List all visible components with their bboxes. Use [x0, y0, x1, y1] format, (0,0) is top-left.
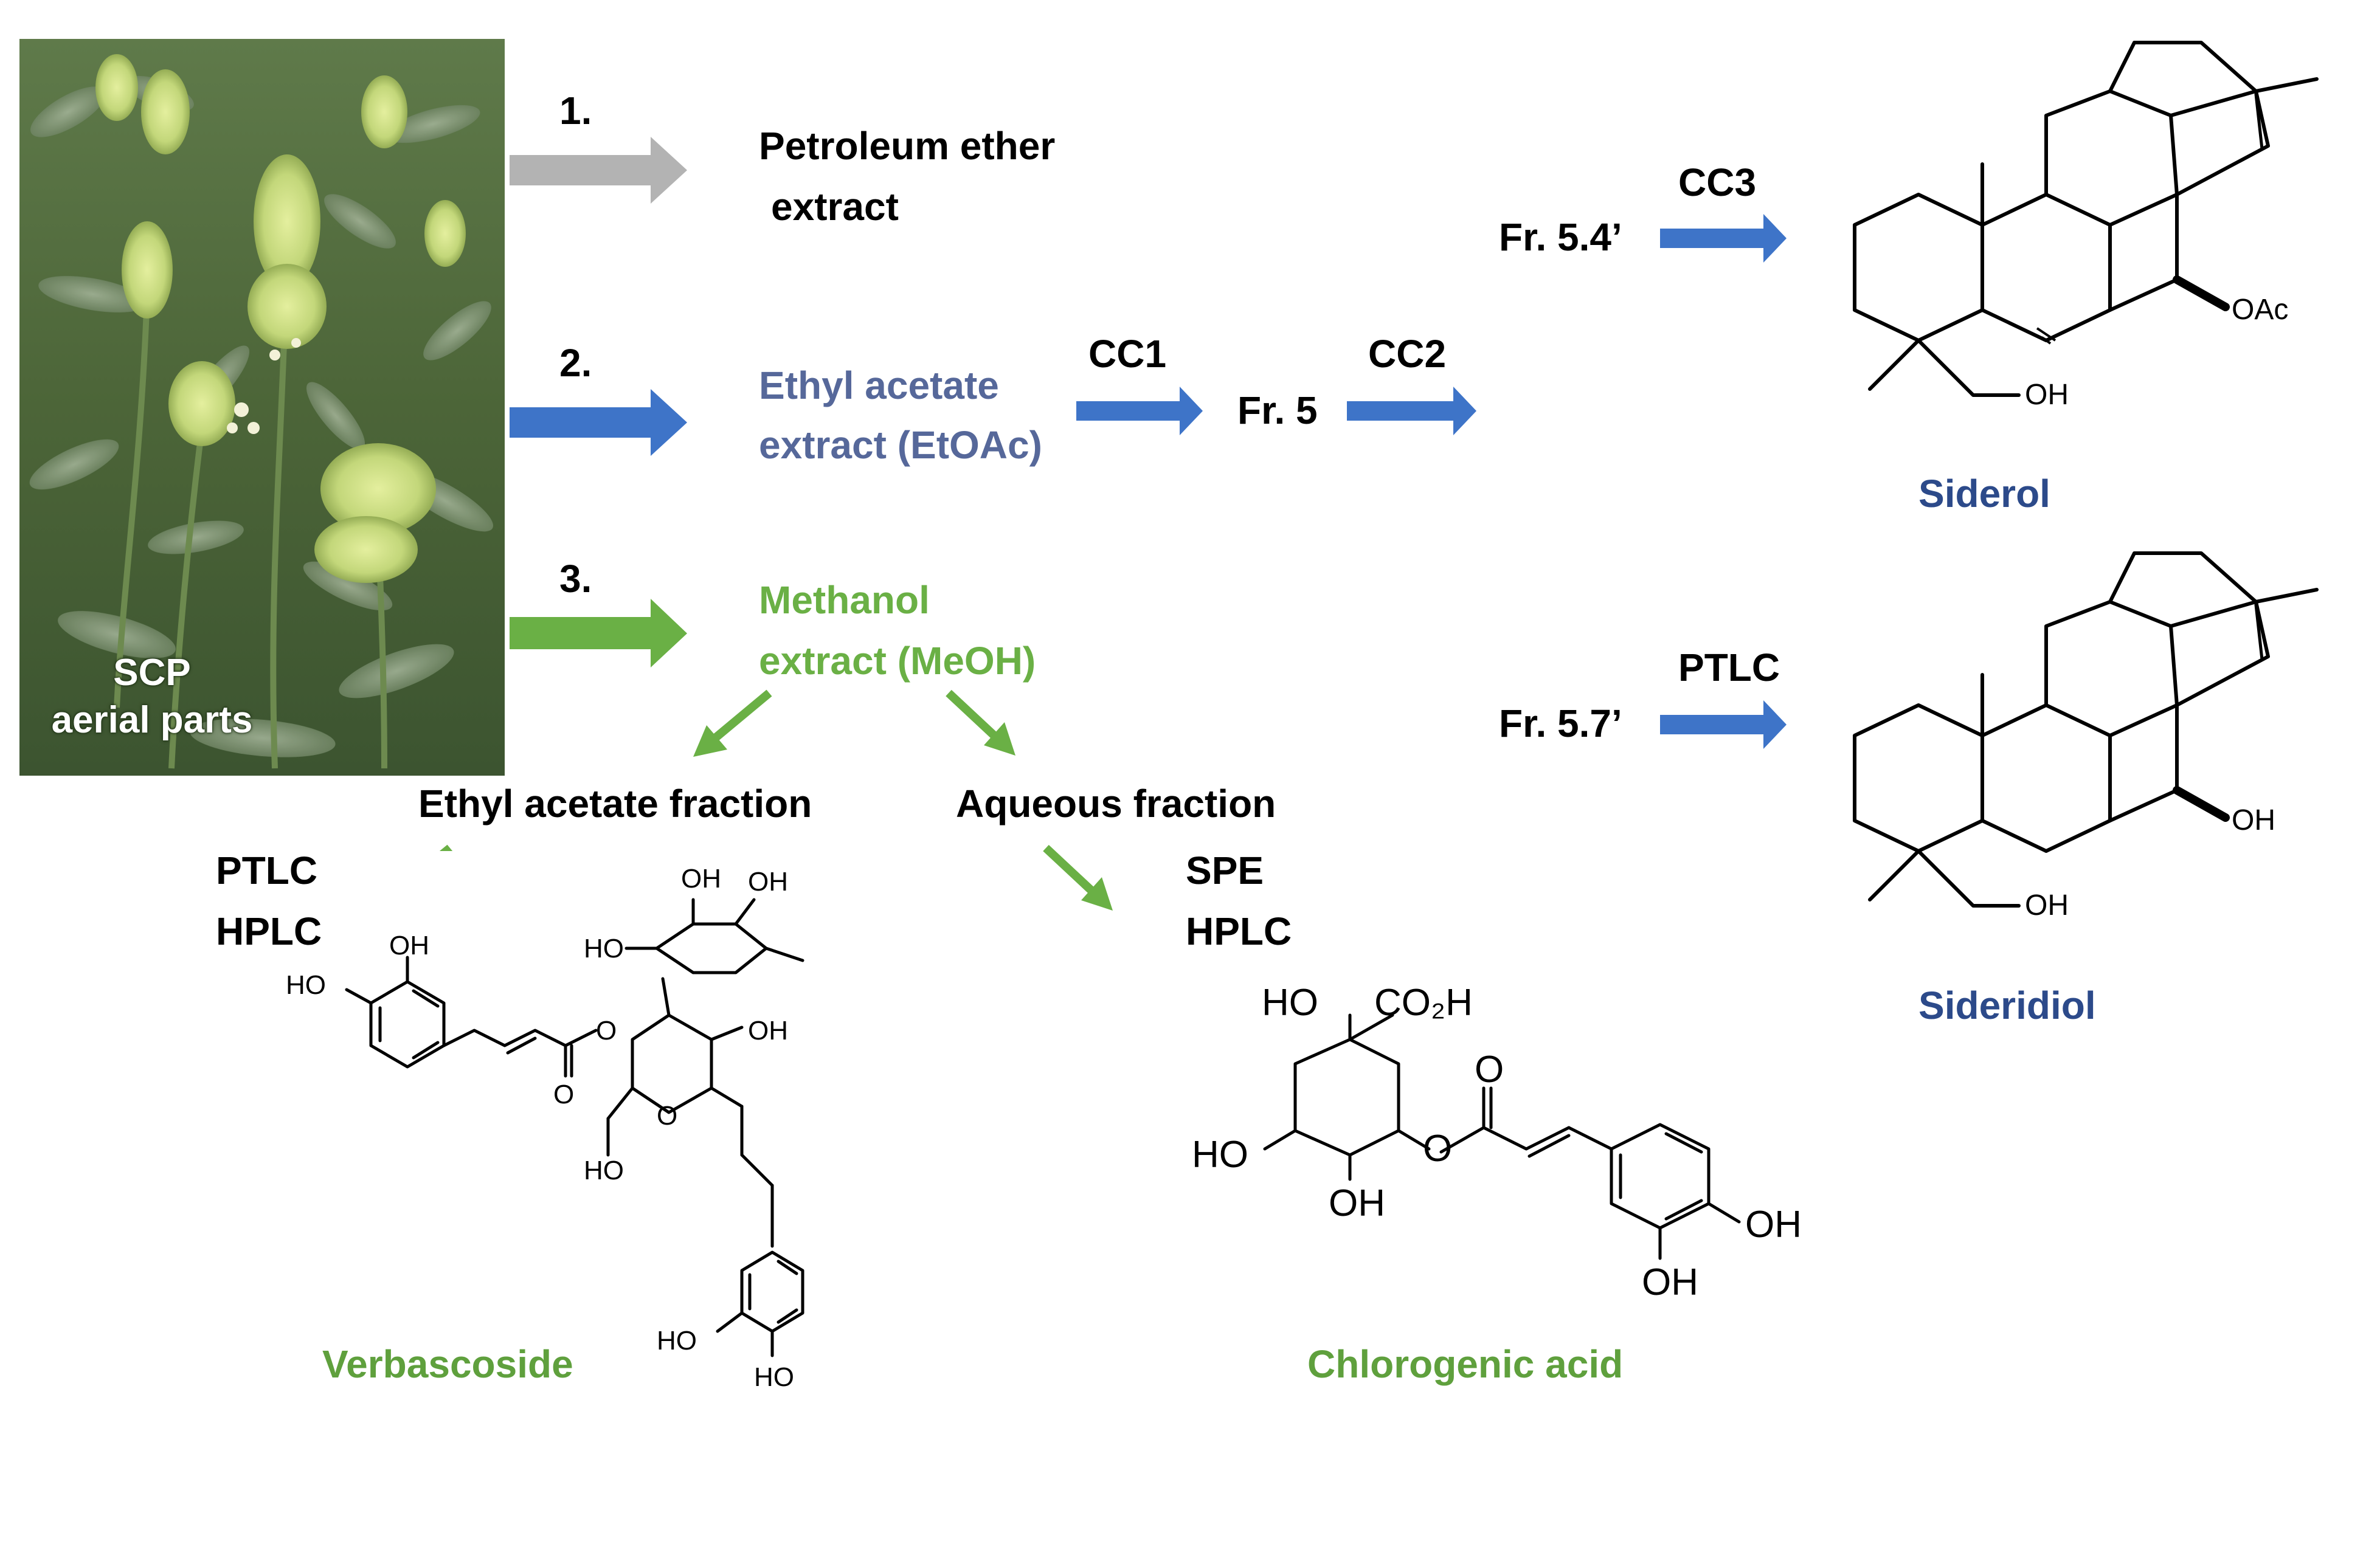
arrow-to-aqueous-fraction — [946, 689, 1015, 756]
fr5-label: Fr. 5 — [1237, 388, 1318, 432]
chlorogenic-molecule: HO CO₂H HO OH O O OH OH — [1174, 973, 1994, 1410]
cc3-label: CC3 — [1678, 160, 1757, 204]
right-hplc-label: HPLC — [1186, 909, 1292, 953]
verb-oh-glc: OH — [748, 1016, 788, 1046]
fr54-label: Fr. 5.4’ — [1499, 215, 1622, 259]
petroleum-extract-line1: Petroleum ether — [759, 124, 1056, 168]
chl-ho-top: HO — [1262, 982, 1318, 1024]
sideridiol-oh-bottom-label: OH — [2025, 889, 2069, 922]
sideridiol-molecule: OH OH — [1818, 535, 2365, 1021]
ethyl-acetate-fraction: Ethyl acetate fraction — [418, 782, 812, 826]
verb-oh-rha-right: OH — [748, 867, 788, 897]
sideridiol-name: Sideridiol — [1918, 984, 2096, 1027]
photo-caption-line1: SCP — [113, 652, 191, 694]
verb-ho-ch2: HO — [584, 1156, 624, 1185]
chl-o-carbonyl: O — [1475, 1049, 1504, 1091]
spe-label: SPE — [1186, 849, 1264, 892]
verb-o-carbonyl: O — [553, 1080, 574, 1109]
arrow-cc3 — [1660, 214, 1787, 263]
verb-ho-rha: HO — [584, 934, 624, 964]
methanol-extract-line2: extract (MeOH) — [759, 639, 1036, 683]
siderol-oh-label: OH — [2025, 379, 2069, 411]
verb-ho-1: HO — [286, 970, 326, 1000]
chl-ho-left: HO — [1192, 1134, 1248, 1176]
siderol-name: Siderol — [1918, 472, 2050, 515]
photo-caption-line2: aerial parts — [51, 698, 253, 741]
cc2-label: CC2 — [1368, 332, 1447, 376]
siderol-molecule: OAc OH — [1818, 24, 2365, 511]
verb-oh-rha-top: OH — [681, 864, 721, 894]
arrow-ptlc — [1660, 700, 1787, 749]
methanol-extract-line1: Methanol — [759, 578, 930, 622]
arrow-step2 — [510, 389, 687, 456]
arrow-step1 — [510, 137, 687, 204]
arrow-cc1 — [1076, 387, 1203, 435]
ptlc-top-label: PTLC — [1678, 646, 1780, 689]
chl-o-ester: O — [1423, 1128, 1452, 1170]
ethyl-extract-line1: Ethyl acetate — [759, 364, 999, 407]
verb-ho-phenyl2: HO — [754, 1362, 794, 1392]
step3-label: 3. — [559, 557, 592, 601]
plant-photo — [19, 39, 505, 776]
verbascoside-name: Verbascoside — [322, 1342, 573, 1386]
cc1-label: CC1 — [1088, 332, 1167, 376]
sideridiol-oh-right-label: OH — [2232, 804, 2275, 836]
verb-ho-phenyl1: HO — [657, 1326, 697, 1356]
arrow-cc2 — [1347, 387, 1476, 435]
chl-oh-bottom: OH — [1329, 1182, 1385, 1224]
arrow-to-ethyl-fraction — [693, 689, 772, 757]
chl-oh-right: OH — [1745, 1204, 1802, 1246]
chl-co2h: CO₂H — [1374, 982, 1473, 1024]
ethyl-extract-line2: extract (EtOAc) — [759, 423, 1042, 467]
aqueous-fraction: Aqueous fraction — [956, 782, 1276, 826]
step2-label: 2. — [559, 341, 592, 385]
verbascoside-molecule: OH HO O O O OH HO OH HO OH HO HO — [268, 851, 1009, 1538]
chl-oh-lower: OH — [1642, 1261, 1698, 1303]
arrow-step3 — [510, 599, 687, 667]
verb-oh-1: OH — [389, 931, 429, 960]
photo-caption: SCP aerial parts — [24, 649, 280, 743]
left-ptlc-label: PTLC — [216, 849, 318, 892]
arrow-to-chlorogenic — [1043, 844, 1113, 911]
verb-o-ring: O — [657, 1101, 677, 1131]
chlorogenic-acid-name: Chlorogenic acid — [1307, 1342, 1624, 1386]
fr57-label: Fr. 5.7’ — [1499, 702, 1622, 745]
left-hplc-label: HPLC — [216, 909, 322, 953]
petroleum-extract-line2: extract — [771, 185, 899, 229]
verb-o-ester: O — [596, 1016, 617, 1046]
siderol-oac-label: OAc — [2232, 294, 2288, 326]
step1-label: 1. — [559, 89, 592, 133]
